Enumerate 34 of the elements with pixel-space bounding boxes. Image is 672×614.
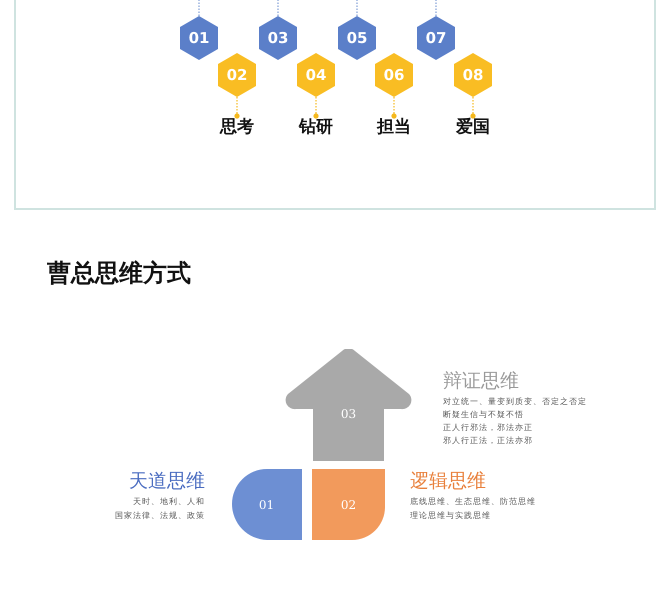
keyword-text: 爱国 [453,117,493,137]
hexagon: 01 [180,16,218,60]
keyword-text: 思考 [217,117,257,137]
connector-line [435,0,437,16]
keyword-text: 钻研 [296,117,336,137]
hexagon: 02 [218,53,256,97]
section-title: 曹总思维方式 [47,258,191,289]
hexagon: 08 [454,53,492,97]
hexagon: 05 [338,16,376,60]
body-text: 理论思维与实践思维 [410,510,491,521]
connector-line [198,0,200,16]
connector-line [391,97,397,119]
connector-line [277,0,279,16]
rounded-block: 02 [312,469,385,540]
hexagon: 03 [259,16,297,60]
heading-text: 逻辑思维 [410,470,486,492]
body-text: 断疑生信与不疑不悟 [443,409,524,420]
body-text: 国家法律、法规、政策 [115,510,205,521]
body-text: 底线思维、生态思维、防范思维 [410,496,536,507]
heading-text: 辩证思维 [443,370,519,392]
body-text: 天时、地利、人和 [133,496,205,507]
connector-line [356,0,358,16]
body-text: 对立统一、量变到质变、否定之否定 [443,396,587,407]
connector-line [234,97,240,119]
body-text: 正人行邪法，邪法亦正 [443,422,533,433]
hexagon: 06 [375,53,413,97]
keyword-text: 担当 [374,117,414,137]
body-text: 邪人行正法，正法亦邪 [443,435,533,446]
heading-text: 天道思维 [129,470,205,492]
connector-line [470,97,476,119]
rounded-block: 01 [231,469,302,540]
hexagon: 07 [417,16,455,60]
connector-line [313,97,319,119]
hexagon: 04 [297,53,335,97]
